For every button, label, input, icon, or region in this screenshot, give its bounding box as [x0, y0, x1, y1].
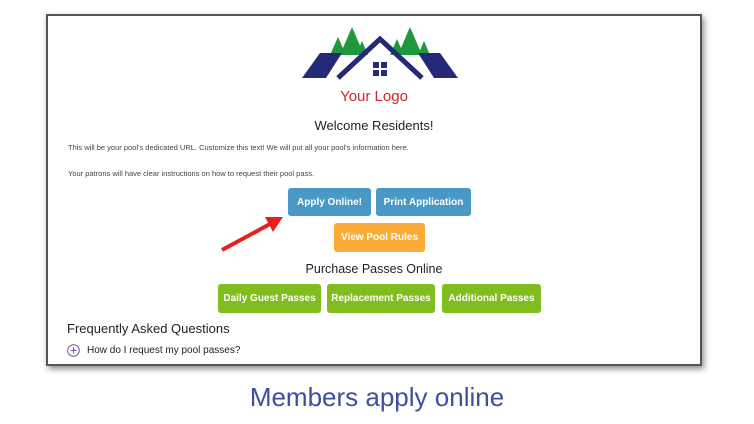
- caption: Members apply online: [249, 382, 505, 412]
- print-application-button[interactable]: Print Application: [376, 188, 471, 216]
- faq-item[interactable]: How do I request my pool passes?: [67, 344, 240, 357]
- intro-text-1: This will be your pool's dedicated URL. …: [68, 143, 409, 152]
- intro-text-2: Your patrons will have clear instruction…: [68, 169, 315, 178]
- logo-icon: [302, 27, 458, 80]
- welcome-heading: Welcome Residents!: [314, 118, 434, 133]
- website-screenshot: Your Logo Welcome Residents! This will b…: [46, 14, 702, 366]
- purchase-heading: Purchase Passes Online: [305, 262, 443, 276]
- view-pool-rules-button[interactable]: View Pool Rules: [334, 223, 425, 252]
- faq-question: How do I request my pool passes?: [87, 345, 241, 356]
- additional-passes-button[interactable]: Additional Passes: [442, 284, 541, 313]
- apply-online-button[interactable]: Apply Online!: [288, 188, 371, 216]
- red-arrow-icon: [221, 217, 283, 252]
- expand-plus-icon: [67, 344, 80, 357]
- logo-text: Your Logo: [340, 88, 408, 105]
- daily-guest-passes-button[interactable]: Daily Guest Passes: [218, 284, 321, 313]
- faq-heading: Frequently Asked Questions: [67, 321, 230, 336]
- replacement-passes-button[interactable]: Replacement Passes: [327, 284, 435, 313]
